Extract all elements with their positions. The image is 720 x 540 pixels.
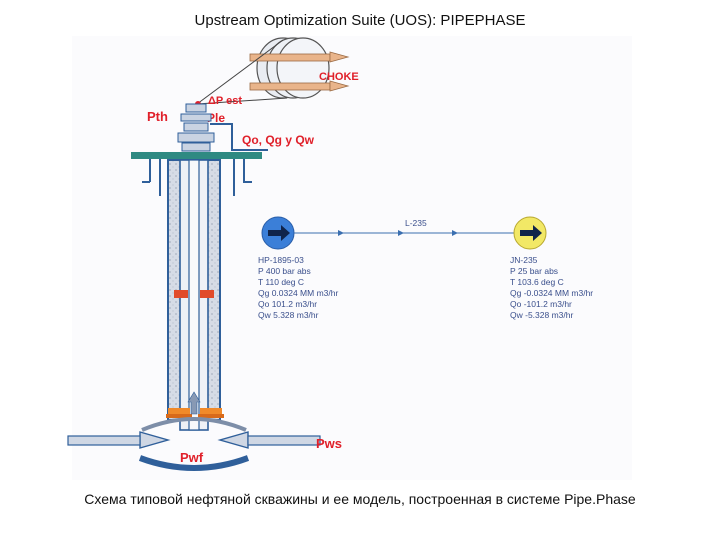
delta-p-label: ΔP est <box>208 95 242 107</box>
ple-label: Ple <box>207 111 225 125</box>
conductor-legs <box>142 159 252 196</box>
sink-info-line: Qw -5.328 m3/hr <box>510 310 573 320</box>
sink-info-line: Qo -101.2 m3/hr <box>510 299 572 309</box>
wellbore <box>166 159 224 431</box>
wellhead <box>177 103 215 152</box>
link-arrow <box>398 230 404 236</box>
sink-node[interactable] <box>513 216 547 250</box>
sink-info-line: P 25 bar abs <box>510 266 558 276</box>
choke-line <box>196 97 288 105</box>
source-info-line: Qg 0.0324 MM m3/hr <box>258 288 338 298</box>
diagram-background <box>72 36 632 480</box>
rates-label: Qo, Qg y Qw <box>242 133 315 147</box>
source-info: HP-1895-03 P 400 bar abs T 110 deg C Qg … <box>258 255 338 320</box>
source-info-line: P 400 bar abs <box>258 266 311 276</box>
source-info-line: T 110 deg C <box>258 277 304 287</box>
slide-title: Upstream Optimization Suite (UOS): PIPEP… <box>194 12 526 29</box>
arrow-right-icon <box>268 225 290 241</box>
source-info-line: Qo 101.2 m3/hr <box>258 299 317 309</box>
pws-label: Pws <box>316 436 342 451</box>
choke-line <box>196 39 284 105</box>
choke-label: CHOKE <box>319 71 359 83</box>
sink-info: JN-235 P 25 bar abs T 103.6 deg C Qg -0.… <box>510 255 593 320</box>
caption: Схема типовой нефтяной скважины и ее мод… <box>84 491 636 507</box>
choke-valve <box>249 37 350 99</box>
platform <box>131 152 262 159</box>
source-info-line: Qw 5.328 m3/hr <box>258 310 319 320</box>
reservoir-inflow <box>67 417 321 471</box>
sink-info-line: JN-235 <box>510 255 538 265</box>
arrow-right-icon <box>520 225 542 241</box>
pth-label: Pth <box>147 109 168 124</box>
link-label: L-235 <box>405 218 427 228</box>
link-arrow <box>452 230 458 236</box>
flowline <box>210 123 268 151</box>
source-info-line: HP-1895-03 <box>258 255 304 265</box>
link-arrow <box>338 230 344 236</box>
source-node[interactable] <box>261 216 295 250</box>
pwf-label: Pwf <box>180 450 204 465</box>
sink-info-line: T 103.6 deg C <box>510 277 564 287</box>
sink-info-line: Qg -0.0324 MM m3/hr <box>510 288 593 298</box>
